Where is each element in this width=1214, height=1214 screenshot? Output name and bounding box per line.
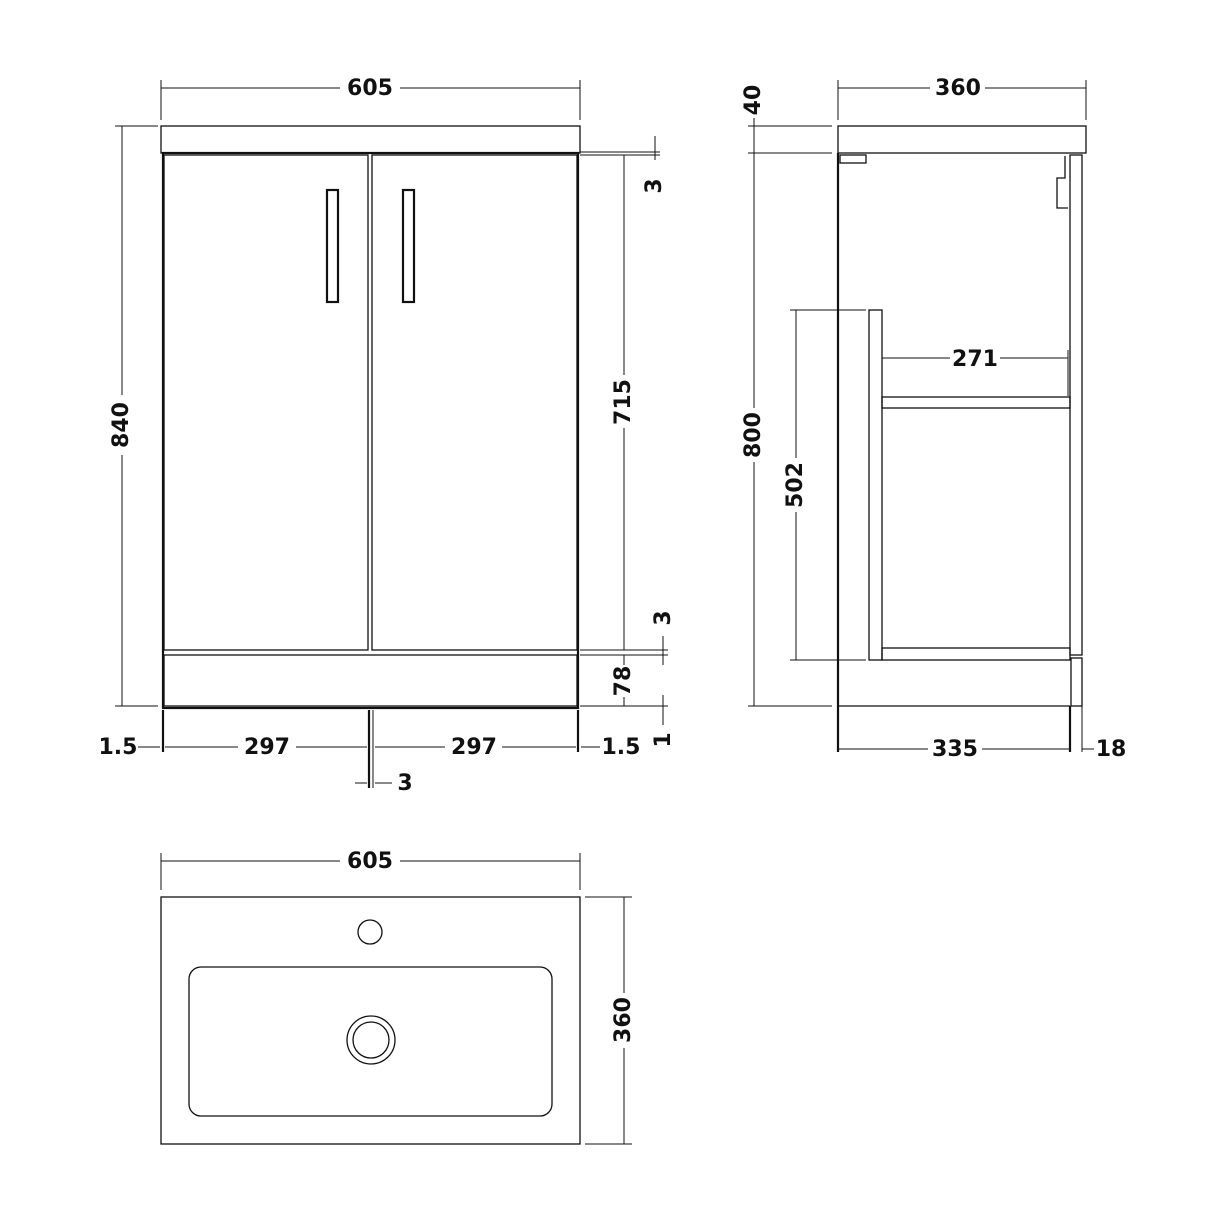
shelf <box>881 396 1071 409</box>
hinge <box>1056 156 1068 209</box>
worktop <box>160 125 581 154</box>
dim-floor-gap: 1 <box>651 732 676 747</box>
basin-plan-view: 605 360 <box>160 849 636 1145</box>
side-door <box>1069 154 1083 656</box>
tap-hole <box>357 919 383 945</box>
dim-door-gap: 3 <box>397 771 412 796</box>
waste-inner <box>352 1021 390 1059</box>
dim-right-margin: 1.5 <box>602 735 641 760</box>
carcass <box>161 151 580 710</box>
side-plinth <box>1070 657 1083 707</box>
plinth <box>163 654 578 707</box>
left-door <box>163 154 369 651</box>
inner-front-panel <box>868 309 883 661</box>
dim-carcass-depth: 335 <box>932 737 978 762</box>
left-door-handle <box>325 188 340 304</box>
dim-plinth-height: 78 <box>611 666 636 697</box>
side-view: 360 40 800 502 271 335 18 <box>741 76 1126 762</box>
dim-basin-width: 605 <box>347 849 393 874</box>
dim-side-depth: 360 <box>935 76 981 101</box>
basin-bowl <box>188 966 553 1117</box>
dim-top-gap: 3 <box>642 178 667 193</box>
dim-basin-depth: 360 <box>611 997 636 1043</box>
dim-door-height: 715 <box>611 379 636 425</box>
side-worktop <box>837 125 1087 154</box>
front-view: 605 840 715 3 3 78 1 1.5 297 297 1.5 3 <box>99 76 676 796</box>
waste-outer <box>346 1015 396 1065</box>
dim-front-width: 605 <box>347 76 393 101</box>
base-shelf <box>881 647 1071 661</box>
right-door-handle <box>401 188 416 304</box>
dim-left-margin: 1.5 <box>99 735 138 760</box>
dim-worktop-thickness: 40 <box>741 85 766 116</box>
basin-outline <box>160 896 581 1145</box>
dim-mid-gap: 3 <box>651 610 676 625</box>
dim-front-panel-height: 502 <box>783 462 808 508</box>
dim-left-door-width: 297 <box>244 735 290 760</box>
dim-shelf-depth: 271 <box>952 347 998 372</box>
dim-right-door-width: 297 <box>451 735 497 760</box>
right-door <box>371 154 578 651</box>
dim-front-height: 840 <box>109 402 134 448</box>
dim-door-thickness: 18 <box>1096 737 1127 762</box>
side-bracket <box>839 154 867 164</box>
dim-carcass-height: 800 <box>741 412 766 458</box>
